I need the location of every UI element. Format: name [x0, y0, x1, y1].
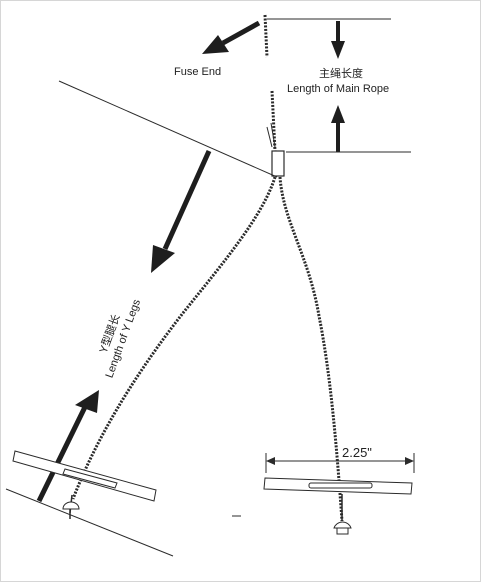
left-y-leg-rope	[71, 176, 277, 500]
y-legs-down-arrow-head	[151, 245, 175, 273]
y-legs-up-arrow-head	[75, 390, 99, 413]
width-arrow-right	[405, 457, 414, 465]
main-rope-up-arrow-head	[331, 105, 345, 123]
main-rope-label-cn: 主绳长度	[319, 66, 363, 80]
width-dimension: 2.25"	[265, 445, 415, 473]
right-end-knob	[333, 521, 352, 529]
left-t-bar-assembly	[12, 450, 157, 519]
y-leg-bottom-reference-line	[5, 488, 174, 557]
right-t-bar-assembly	[263, 477, 413, 535]
y-legs-dimension: Y型腿长 Length of Y Legs	[36, 149, 212, 503]
main-rope	[266, 90, 285, 177]
width-dimension-label: 2.25"	[342, 445, 372, 460]
width-arrow-left	[266, 457, 275, 465]
right-t-bar-slot	[308, 482, 373, 489]
y-leg-top-reference-line	[58, 80, 278, 178]
fuse-end-arrow-shaft	[221, 20, 261, 46]
fuse-end-rope-top	[263, 14, 269, 58]
right-end-cap	[336, 527, 349, 535]
rope-tail-1	[266, 126, 273, 148]
fuse-end-group: Fuse End	[174, 14, 391, 78]
main-rope-label-en: Length of Main Rope	[287, 83, 389, 95]
splice-sleeve	[271, 150, 285, 177]
rope-tail-2	[270, 122, 276, 148]
fuse-end-label: Fuse End	[174, 66, 221, 78]
left-t-bar-slot	[62, 468, 118, 489]
right-y-leg-rope	[278, 176, 344, 522]
main-rope-down-arrow-head	[331, 41, 345, 59]
left-end-knob	[62, 501, 80, 510]
y-legs-down-arrow-shaft	[162, 149, 212, 251]
main-rope-dimension: 主绳长度 Length of Main Rope	[286, 21, 411, 153]
y-legs-up-arrow-shaft	[36, 405, 88, 503]
fuse-end-arrow-head	[202, 35, 229, 54]
